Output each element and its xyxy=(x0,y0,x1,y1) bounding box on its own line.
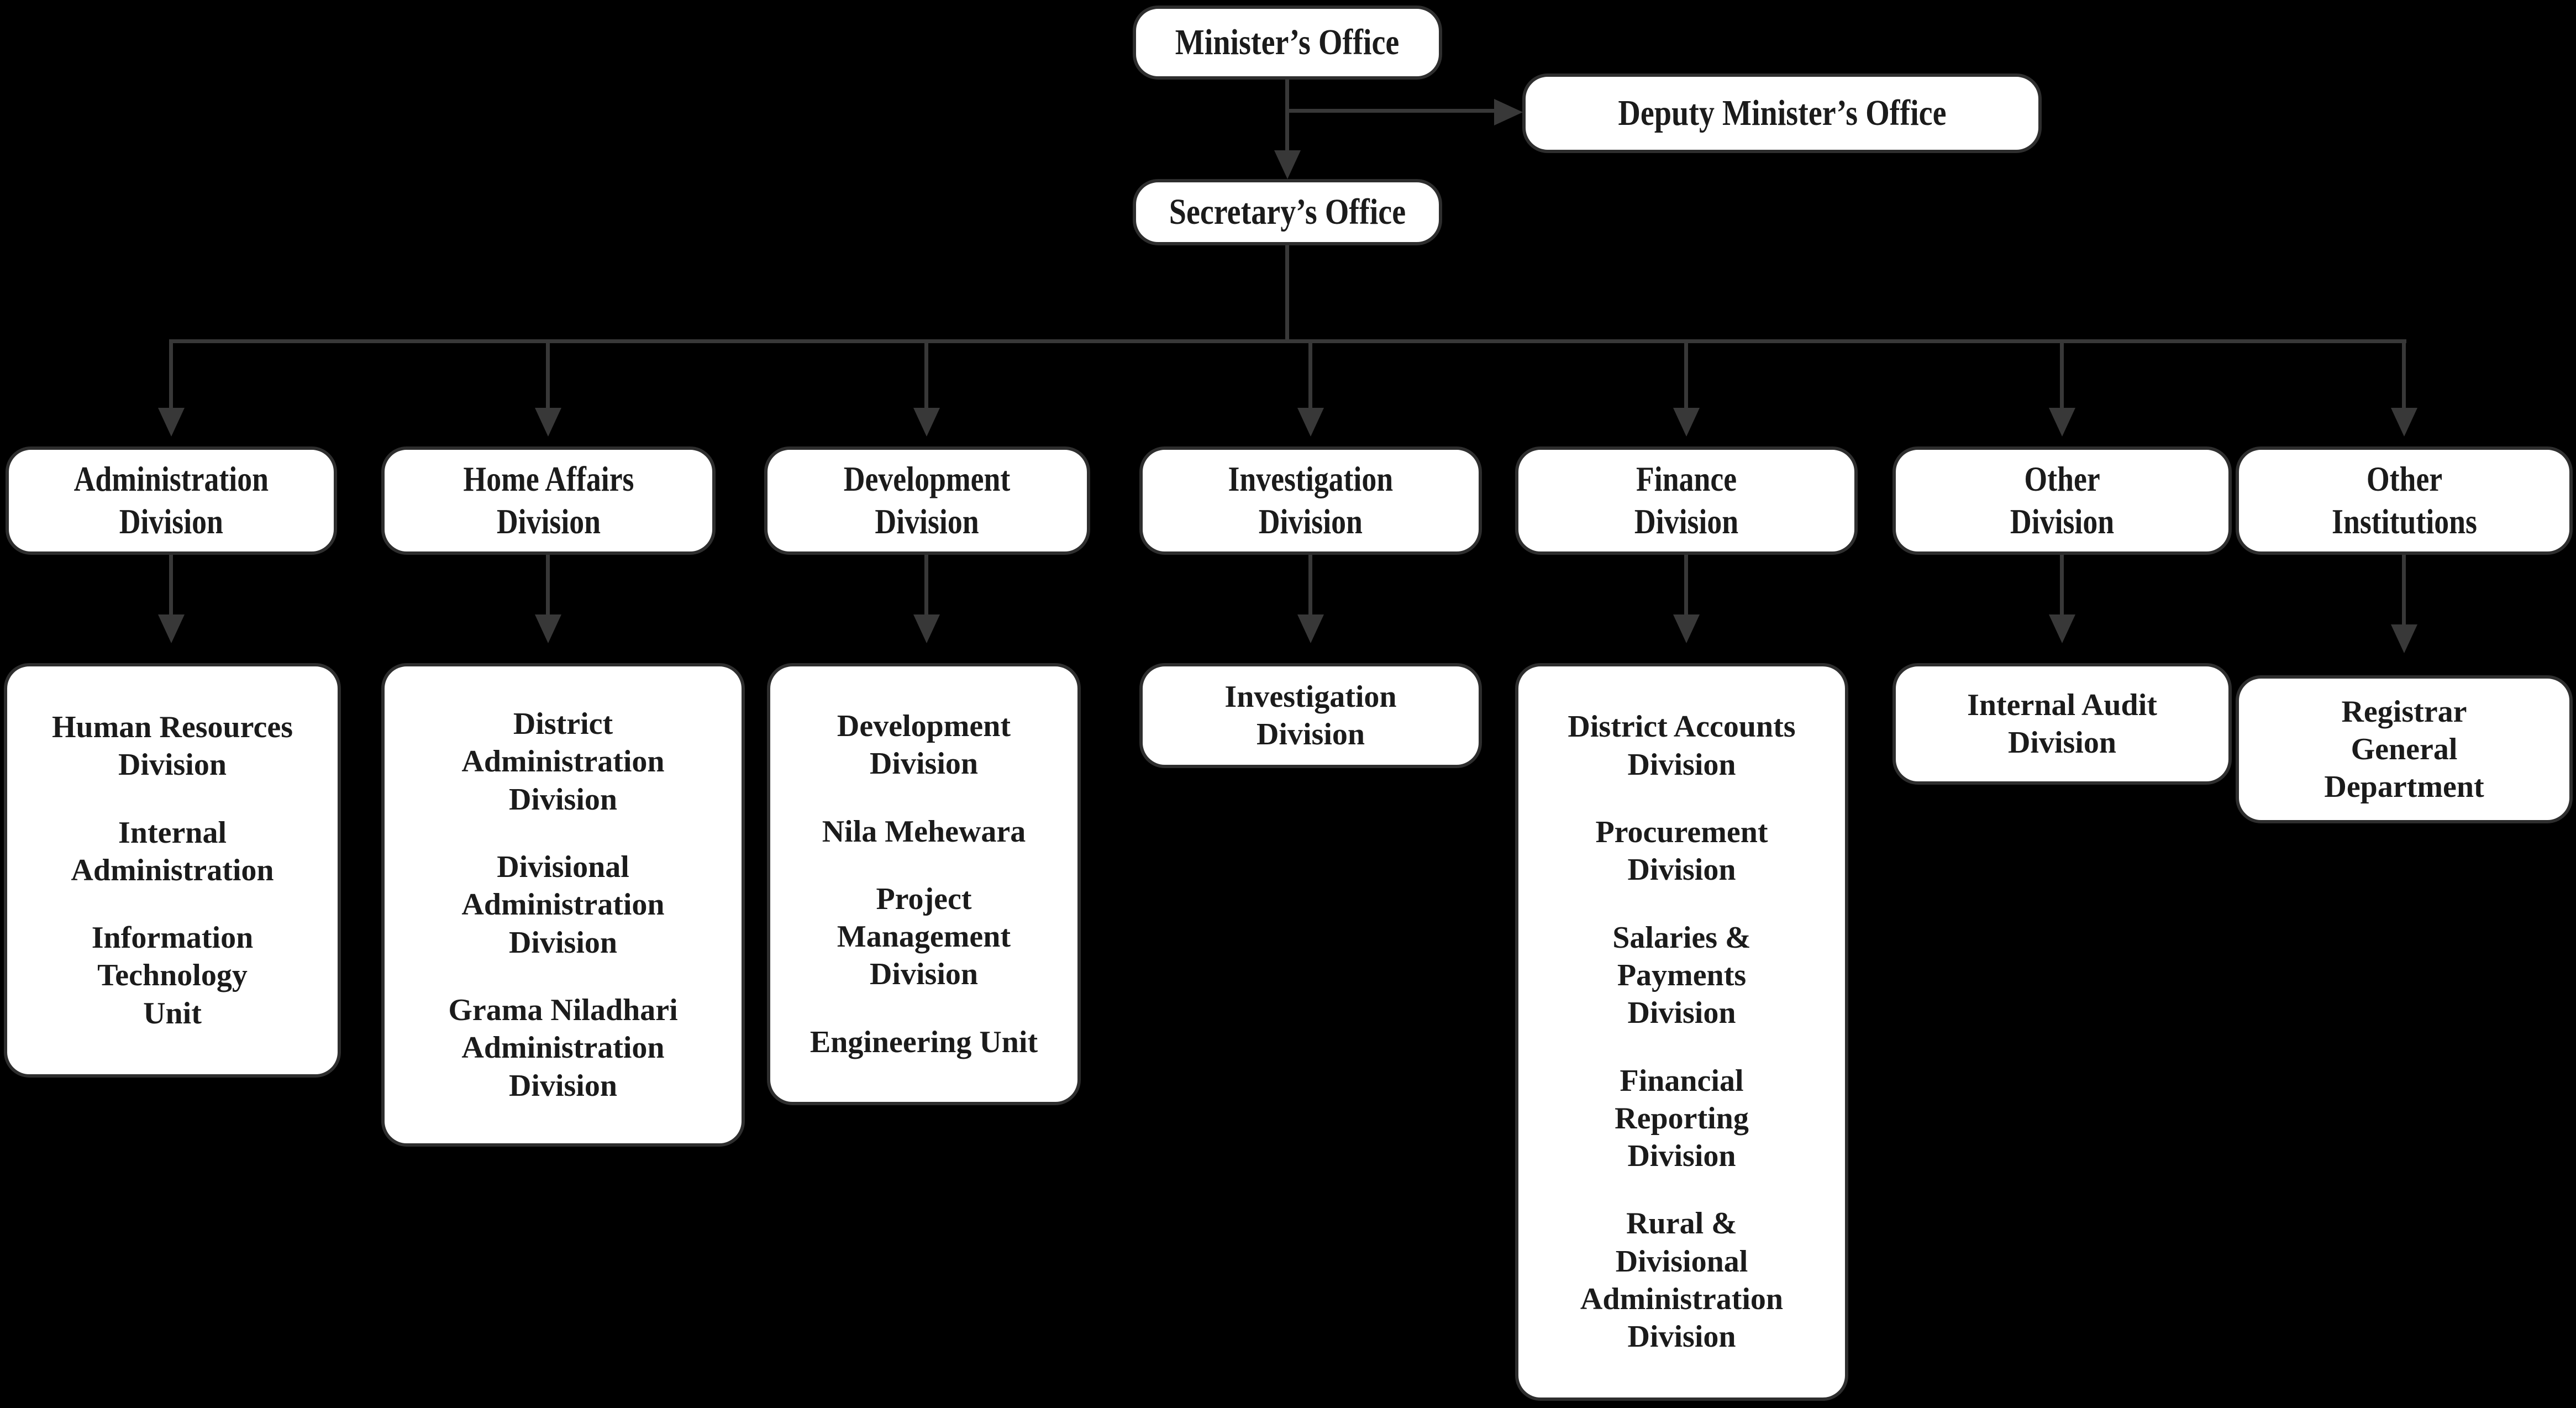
drop-line-development xyxy=(924,339,928,410)
node-home-affairs-division: Home Affairs Division xyxy=(381,446,716,555)
org-list-item: District Accounts Division xyxy=(1568,710,1796,782)
node-secretarys-office: Secretary’s Office xyxy=(1133,179,1442,245)
node-deputy-ministers-office: Deputy Minister’s Office xyxy=(1522,73,2042,153)
drop-line-other-institutions xyxy=(2402,339,2406,410)
node-other-institutions: Other Institutions xyxy=(2236,446,2573,555)
arrow-down-icon xyxy=(913,614,940,643)
arrow-down-icon xyxy=(2049,614,2075,643)
drop-line-other-division xyxy=(2060,339,2064,410)
drop-line-investigation xyxy=(1308,339,1312,410)
org-list-item: Financial Reporting Division xyxy=(1615,1063,1749,1174)
arrow-down-icon xyxy=(535,614,561,643)
org-list-item: Rural & Divisional Administration Divisi… xyxy=(1580,1206,1784,1354)
child-connector-administration xyxy=(169,555,173,617)
node-finance-division: Finance Division xyxy=(1515,446,1858,555)
org-list-item: Registrar General Department xyxy=(2324,694,2484,805)
org-list-item: Procurement Division xyxy=(1595,815,1768,887)
arrow-down-icon xyxy=(2391,408,2417,437)
arrow-down-icon xyxy=(1673,614,1700,643)
distribution-line xyxy=(171,339,2406,343)
arrow-down-icon xyxy=(2391,624,2417,653)
arrow-down-icon xyxy=(913,408,940,437)
node-ministers-office: Minister’s Office xyxy=(1133,6,1442,80)
child-connector-finance xyxy=(1684,555,1688,617)
node-label: Deputy Minister’s Office xyxy=(1617,93,1947,134)
drop-line-administration xyxy=(169,339,173,410)
arrow-down-icon xyxy=(158,408,185,437)
org-list-item: District Administration Division xyxy=(461,707,665,817)
org-list-item: Internal Audit Division xyxy=(1967,687,2157,760)
child-connector-investigation xyxy=(1308,555,1312,617)
node-development-division: Development Division xyxy=(764,446,1090,555)
node-label: Finance Division xyxy=(1634,459,1739,541)
node-investigation-division: Investigation Division xyxy=(1139,446,1482,555)
node-label: Development Division xyxy=(844,459,1011,541)
children-other-division: Internal Audit Division xyxy=(1892,663,2232,785)
org-list-item: Internal Administration xyxy=(71,815,274,887)
node-label: Investigation Division xyxy=(1228,459,1394,541)
children-finance-division: District Accounts Division Procurement D… xyxy=(1515,663,1848,1401)
node-label: Administration Division xyxy=(73,459,269,541)
arrow-down-icon xyxy=(1673,408,1700,437)
arrow-down-icon xyxy=(535,408,561,437)
child-connector-home-affairs xyxy=(546,555,550,617)
child-connector-other-institutions xyxy=(2402,555,2406,627)
org-list-item: Information Technology Unit xyxy=(91,921,254,1031)
arrow-down-icon xyxy=(1297,614,1324,643)
org-list-item: Grama Niladhari Administration Division xyxy=(448,992,678,1103)
children-development-division: Development Division Nila Mehewara Proje… xyxy=(767,663,1081,1105)
arrow-down-icon xyxy=(1297,408,1324,437)
children-administration-division: Human Resources Division Internal Admini… xyxy=(4,663,341,1078)
arrow-right-icon xyxy=(1494,99,1523,125)
child-connector-development xyxy=(924,555,928,617)
children-home-affairs-division: District Administration Division Divisio… xyxy=(381,663,745,1147)
org-list-item: Project Management Division xyxy=(837,881,1011,992)
connector-minister-deputy xyxy=(1285,109,1495,113)
connector-minister-secretary xyxy=(1285,80,1289,155)
org-list-item: Salaries & Payments Division xyxy=(1612,920,1751,1031)
org-list-item: Investigation Division xyxy=(1224,679,1397,752)
node-other-division: Other Division xyxy=(1892,446,2232,555)
child-connector-other-division xyxy=(2060,555,2064,617)
org-list-item: Divisional Administration Division xyxy=(461,850,665,960)
drop-line-home-affairs xyxy=(546,339,550,410)
node-label: Other Institutions xyxy=(2331,459,2477,541)
node-label: Minister’s Office xyxy=(1175,22,1400,63)
children-other-institutions: Registrar General Department xyxy=(2236,675,2573,823)
node-label: Home Affairs Division xyxy=(462,459,634,541)
arrow-down-icon xyxy=(1274,150,1301,179)
arrow-down-icon xyxy=(158,614,185,643)
node-label: Secretary’s Office xyxy=(1169,192,1406,233)
children-investigation-division: Investigation Division xyxy=(1139,663,1482,768)
org-list-item: Development Division xyxy=(837,708,1011,781)
node-label: Other Division xyxy=(2010,459,2115,541)
connector-secretary-distribution xyxy=(1285,245,1289,343)
node-administration-division: Administration Division xyxy=(6,446,337,555)
org-list-item: Nila Mehewara xyxy=(822,814,1026,849)
arrow-down-icon xyxy=(2049,408,2075,437)
org-list-item: Human Resources Division xyxy=(51,710,293,782)
drop-line-finance xyxy=(1684,339,1688,410)
org-list-item: Engineering Unit xyxy=(809,1025,1038,1059)
